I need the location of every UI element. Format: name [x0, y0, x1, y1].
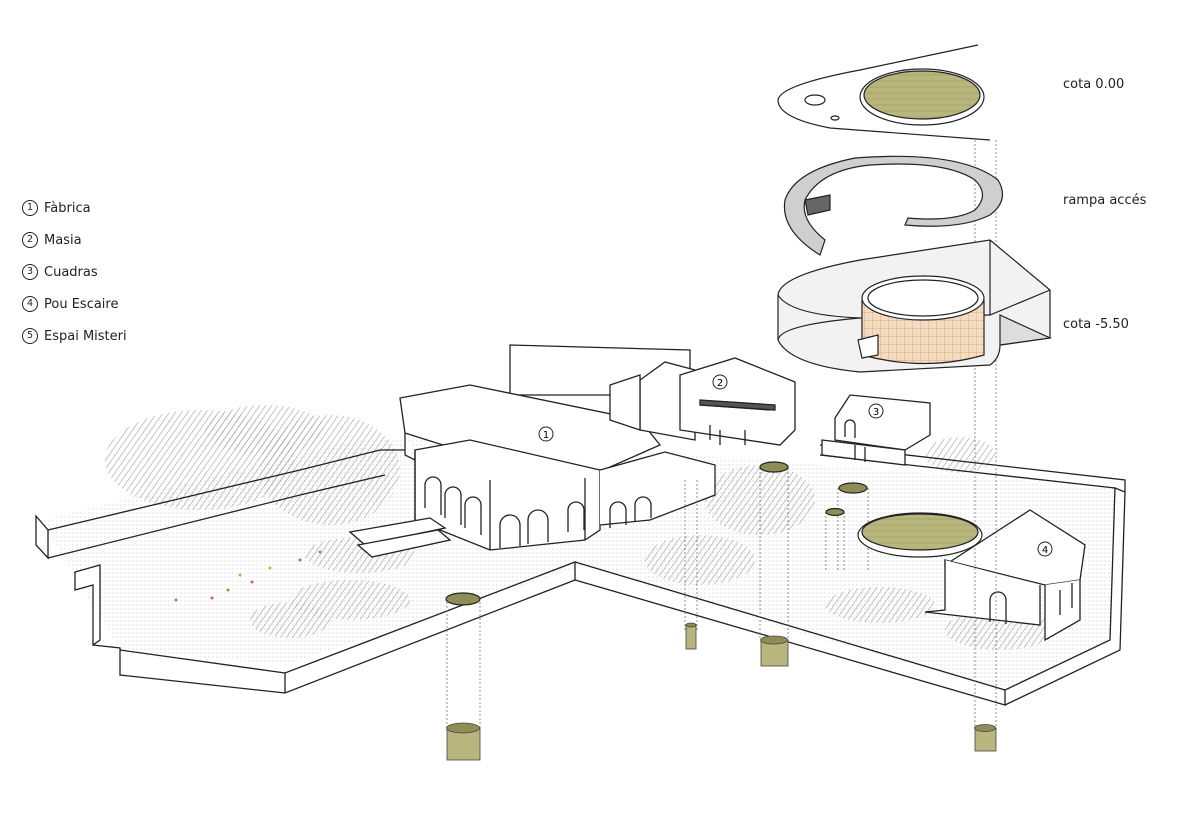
- legend-item-cuadras: 3 Cuadras: [22, 256, 127, 288]
- exploded-ramp: [783, 155, 1004, 256]
- legend-item-fabrica: 1 Fàbrica: [22, 192, 127, 224]
- legend-label: Cuadras: [44, 264, 98, 280]
- well-bottoms: [446, 622, 997, 761]
- marker-3: 3: [868, 403, 884, 419]
- legend-label: Fàbrica: [44, 200, 91, 216]
- marker-1-label: 1: [543, 430, 549, 441]
- building-fabrica: [348, 344, 716, 558]
- legend-item-espai-misteri: 5 Espai Misteri: [22, 320, 127, 352]
- legend: 1 Fàbrica 2 Masia 3 Cuadras 4 Pou Escair…: [22, 192, 127, 352]
- well-cylinders: [446, 140, 997, 740]
- level-label-bottom: cota -5.50: [1063, 317, 1129, 332]
- marker-2: 2: [712, 374, 728, 390]
- well-tops: [445, 461, 983, 606]
- exploded-level-cota-0: [777, 44, 991, 141]
- legend-number-5: 5: [22, 328, 38, 344]
- marker-2-label: 2: [717, 378, 723, 389]
- level-label-top: cota 0.00: [1063, 77, 1125, 92]
- legend-number-1: 1: [22, 200, 38, 216]
- building-pou-escaire: [924, 509, 1086, 642]
- marker-1: 1: [538, 426, 554, 442]
- marker-3-label: 3: [873, 407, 879, 418]
- legend-label: Espai Misteri: [44, 328, 127, 344]
- legend-item-pou-escaire: 4 Pou Escaire: [22, 288, 127, 320]
- legend-number-4: 4: [22, 296, 38, 312]
- legend-item-masia: 2 Masia: [22, 224, 127, 256]
- legend-label: Masia: [44, 232, 82, 248]
- exploded-level-cota-minus-5-50: [777, 239, 1053, 373]
- legend-number-3: 3: [22, 264, 38, 280]
- marker-4: 4: [1037, 541, 1053, 557]
- legend-label: Pou Escaire: [44, 296, 119, 312]
- marker-4-label: 4: [1042, 545, 1048, 556]
- level-label-ramp: rampa accés: [1063, 193, 1147, 208]
- building-cuadras: [821, 394, 931, 466]
- building-markers: 1 2 3 4: [538, 374, 1053, 557]
- legend-number-2: 2: [22, 232, 38, 248]
- building-masia: [609, 357, 796, 446]
